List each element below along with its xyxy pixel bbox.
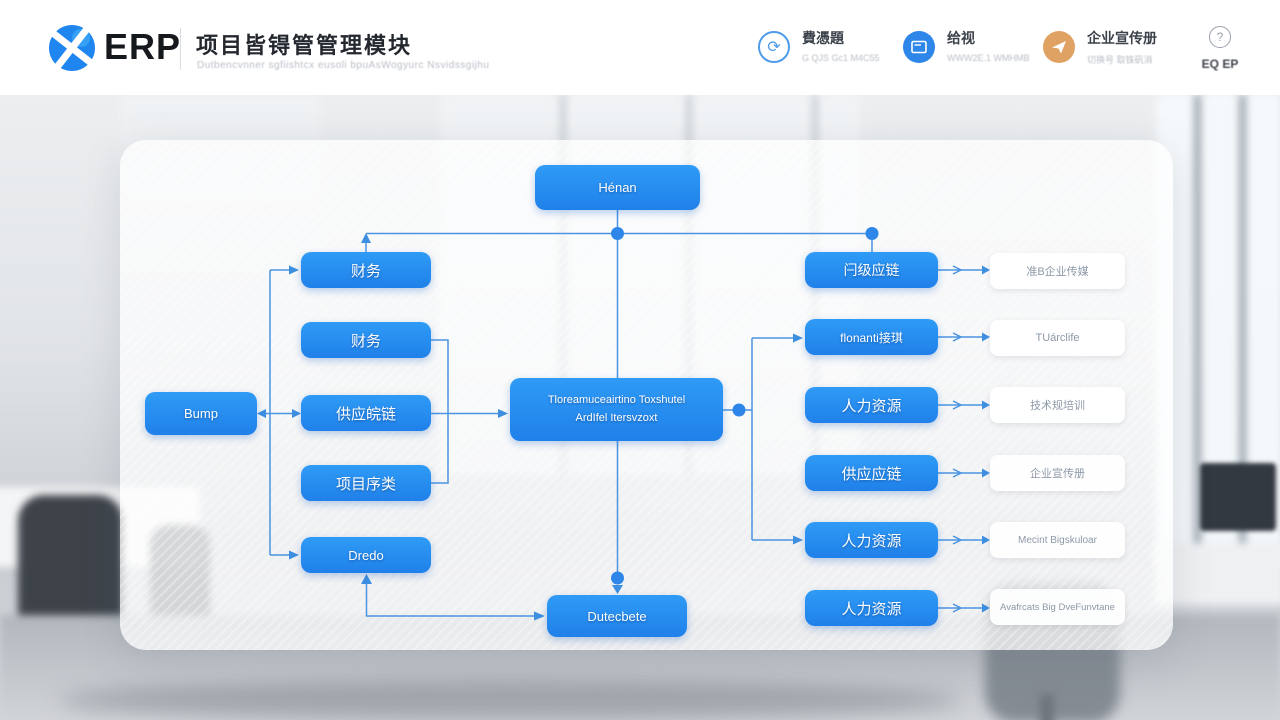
nav-item-subtext: 切换号 取铢矾消 <box>1087 55 1153 65</box>
node-label: 人力资源 <box>841 600 902 618</box>
node-col5-row1[interactable]: 准B企业传媒 <box>990 253 1125 289</box>
node-label: Hénan <box>598 180 637 195</box>
node-label-line1: Tloreamuceairtino Toxshutel <box>547 393 686 406</box>
nav-item-label: 費憑題 <box>802 30 844 46</box>
erp-logo-icon <box>44 20 100 76</box>
node-label: 项目序类 <box>335 475 396 493</box>
node-col2-row1[interactable]: 财务 <box>301 252 431 288</box>
node-col4-row3[interactable]: 人力资源 <box>805 387 938 423</box>
node-label: Dredo <box>348 547 384 563</box>
node-col5-row3[interactable]: 技术规培训 <box>990 387 1125 423</box>
bg-floor-shadow <box>60 680 960 720</box>
nav-item-label: 企业宣传册 <box>1087 30 1157 46</box>
node-label: 人力资源 <box>841 397 902 415</box>
document-icon <box>903 31 935 63</box>
nav-item-3[interactable]: 企业宣传册 切换号 取铢矾消 <box>1043 28 1183 74</box>
node-label: 技术规培训 <box>1030 400 1085 412</box>
node-col5-row4[interactable]: 企业宣传册 <box>990 455 1125 491</box>
node-label: 供应皖链 <box>335 405 396 423</box>
nav-item-label: EQ EP <box>1201 57 1239 71</box>
node-label: 企业宣传册 <box>1030 468 1085 480</box>
node-col2-row5[interactable]: Dredo <box>301 537 431 573</box>
nav-item-subtext: WWW2E.1 WMHMB <box>947 53 1030 63</box>
node-col4-row1[interactable]: 闩级应链 <box>805 252 938 288</box>
node-col2-row4[interactable]: 项目序类 <box>301 465 431 501</box>
node-col4-row4[interactable]: 供应应链 <box>805 455 938 491</box>
node-label: 人力资源 <box>841 532 902 550</box>
node-col5-row6[interactable]: Avafrcats Big DveFunvtane <box>990 589 1125 625</box>
refresh-icon: ⟳ <box>758 31 790 63</box>
nav-item-subtext: G QJS Gc1 M4C55 <box>802 53 880 63</box>
node-label: Bump <box>184 406 218 421</box>
node-col2-row2[interactable]: 财务 <box>301 322 431 358</box>
bg-desk-right <box>1155 543 1280 605</box>
node-label: 财务 <box>350 262 381 280</box>
node-label: 供应应链 <box>841 465 902 483</box>
node-label: Dutecbete <box>587 608 647 624</box>
node-col4-row5[interactable]: 人力资源 <box>805 522 938 558</box>
node-col2-row3[interactable]: 供应皖链 <box>301 395 431 431</box>
help-icon: ? <box>1209 26 1231 48</box>
send-icon <box>1043 31 1075 63</box>
node-label: 准B企业传媒 <box>1026 266 1089 278</box>
brand-text: ERP <box>104 26 182 67</box>
node-label: 闩级应链 <box>843 262 900 278</box>
nav-item-1[interactable]: ⟳ 費憑題 G QJS Gc1 M4C55 <box>758 28 898 74</box>
page-title: 项目皆锝管管理模块 <box>196 33 413 58</box>
node-bottom[interactable]: Dutecbete <box>547 595 687 637</box>
nav-item-label: 给视 <box>947 30 975 46</box>
node-col5-row2[interactable]: TUárclife <box>990 320 1125 356</box>
header: ERP 项目皆锝管管理模块 Dutbencvnner sgfiishtcx eu… <box>0 0 1280 95</box>
node-center[interactable]: Tloreamuceairtino Toxshutel ArdIfel Iter… <box>510 378 723 441</box>
node-label-line2: ArdIfel Itersvzoxt <box>575 411 658 424</box>
nav-item-2[interactable]: 给视 WWW2E.1 WMHMB <box>903 28 1033 74</box>
node-label: flonanti接琪 <box>840 330 903 345</box>
header-divider <box>180 28 181 70</box>
node-col4-row6[interactable]: 人力资源 <box>805 590 938 626</box>
node-col4-row2[interactable]: flonanti接琪 <box>805 319 938 355</box>
node-label: Mecint Bigskuloar <box>1018 534 1097 546</box>
node-col5-row5[interactable]: Mecint Bigskuloar <box>990 522 1125 558</box>
bg-monitor-right <box>1200 463 1276 531</box>
node-top[interactable]: Hénan <box>535 165 700 210</box>
page-subtitle: Dutbencvnner sgfiishtcx eusoli bpuAsWogy… <box>197 60 490 71</box>
node-label: TUárclife <box>1035 332 1080 344</box>
nav-item-help[interactable]: ? EQ EP <box>1190 26 1250 71</box>
node-label: 财务 <box>350 332 381 350</box>
node-label: Avafrcats Big DveFunvtane <box>1000 601 1115 613</box>
bg-chair-pole <box>1040 695 1054 720</box>
node-left[interactable]: Bump <box>145 392 257 435</box>
